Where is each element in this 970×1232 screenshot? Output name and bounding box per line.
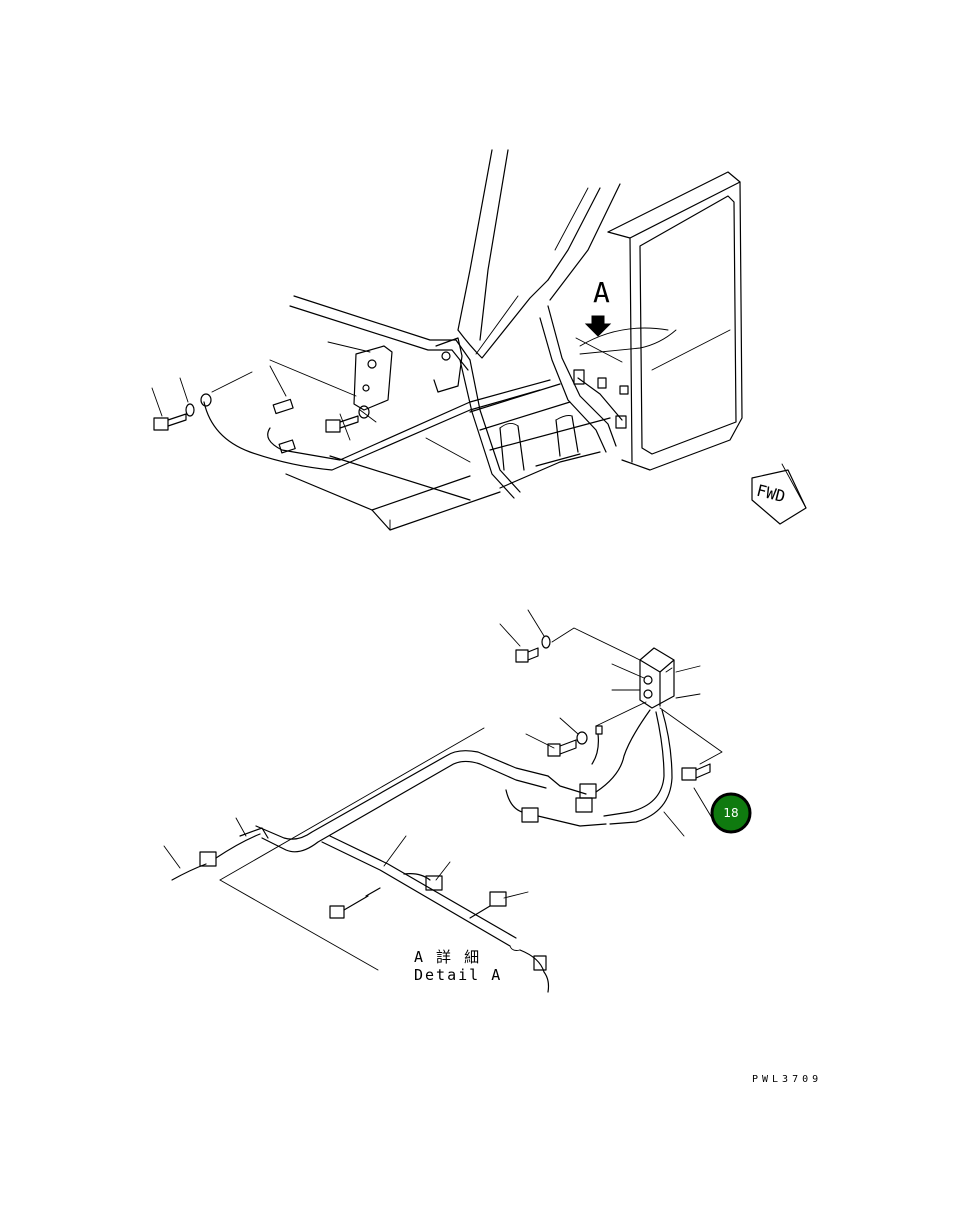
fasteners-detail: [515, 635, 711, 781]
fasteners-upper: [153, 393, 370, 433]
boom: [457, 149, 621, 359]
leader-lines-detail: [163, 609, 723, 971]
view-arrow: [584, 315, 612, 337]
upper-view: [151, 149, 807, 531]
cab: [607, 171, 743, 471]
detail-view: [163, 609, 723, 993]
view-label: A: [593, 276, 610, 309]
frame: [285, 295, 617, 531]
harness-upper: [203, 327, 677, 471]
detail-label-en: Detail A: [414, 966, 502, 984]
callout-badge-18[interactable]: 18: [710, 792, 752, 834]
drawing-code: PWL3709: [752, 1074, 822, 1085]
branch-connectors: [329, 709, 673, 919]
leader-lines-upper: [151, 295, 623, 463]
callout-number: 18: [723, 806, 738, 820]
fwd-arrow: [751, 463, 807, 525]
main-harness: [171, 750, 550, 993]
switch-box: [639, 647, 675, 709]
detail-label-jp: A 詳 細: [414, 948, 481, 966]
mounting-bracket: [353, 337, 463, 411]
fwd-label: FWD: [755, 481, 788, 506]
